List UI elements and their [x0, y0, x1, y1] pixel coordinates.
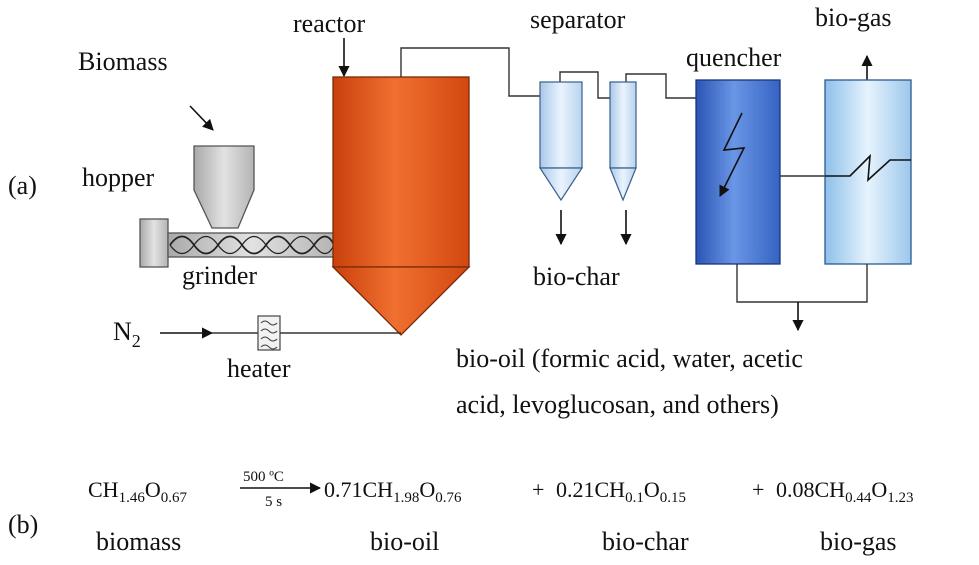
- equation-reactant: CH1.46O0.67: [88, 477, 187, 506]
- separator-label: separator: [530, 5, 626, 34]
- name-bio-char: bio-char: [602, 527, 689, 556]
- quencher-label: quencher: [686, 43, 782, 72]
- n2-label: N2: [113, 317, 141, 351]
- biomass-feed-arrow: [189, 105, 214, 131]
- quencher-vessel: [695, 79, 781, 265]
- condenser-vessel: [824, 79, 912, 265]
- separator-1: [538, 81, 584, 202]
- name-bio-gas: bio-gas: [820, 527, 897, 556]
- equation-product-bio-oil: 0.71CH1.98O0.76: [324, 477, 462, 506]
- equation-plus-1: +: [532, 477, 544, 502]
- separator2-to-quencher-pipe: [625, 73, 696, 99]
- hopper-label: hopper: [82, 163, 155, 192]
- arrow-condition-bottom: 5 s: [265, 494, 282, 510]
- bio-oil-label-line1: bio-oil (formic acid, water, acetic: [456, 344, 803, 373]
- bio-char-label: bio-char: [533, 262, 620, 291]
- n2-subscript: 2: [132, 331, 141, 351]
- separator-2: [609, 81, 637, 202]
- hopper: [193, 145, 255, 229]
- reactor-vessel: [331, 76, 471, 336]
- equation-product-bio-gas: 0.08CH0.44O1.23: [776, 477, 913, 506]
- n2-main: N: [113, 317, 132, 346]
- panel-b-tag: (b): [8, 510, 38, 539]
- heater: [257, 315, 281, 351]
- reactor-label: reactor: [293, 9, 366, 38]
- bio-gas-label: bio-gas: [815, 3, 892, 32]
- name-bio-oil: bio-oil: [370, 527, 439, 556]
- grinder: [139, 218, 336, 268]
- name-biomass: biomass: [96, 527, 181, 556]
- arrow-condition-top: 500 ºC: [243, 469, 284, 485]
- bio-oil-collection-pipe: [736, 264, 868, 303]
- equation-plus-2: +: [752, 477, 764, 502]
- biomass-label: Biomass: [78, 47, 168, 76]
- equation-product-bio-char: 0.21CH0.1O0.15: [556, 477, 686, 506]
- heater-label: heater: [227, 354, 291, 383]
- grinder-label: grinder: [182, 261, 257, 290]
- bio-oil-label-line2: acid, levoglucosan, and others): [456, 390, 779, 419]
- panel-a-tag: (a): [8, 171, 37, 200]
